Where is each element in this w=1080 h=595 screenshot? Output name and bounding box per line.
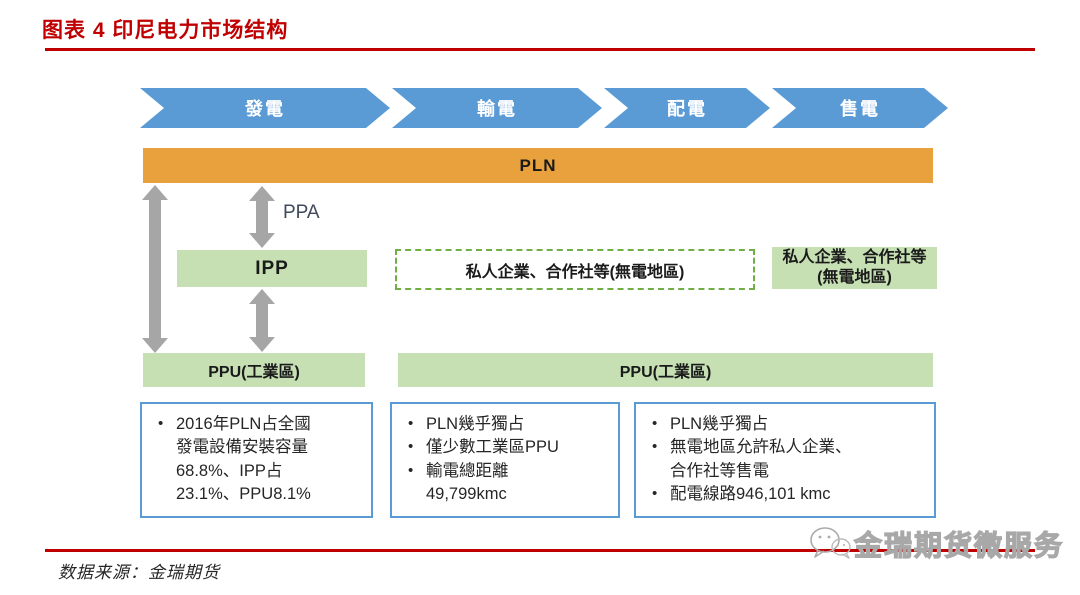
double-arrow-pln-ppu-icon: [141, 185, 169, 353]
flow-step-label: 發電: [245, 99, 285, 119]
flow-step-label: 售電: [840, 99, 880, 119]
flow-step-transmission: 輸電: [392, 88, 602, 128]
double-arrow-pln-ipp-icon: [248, 186, 276, 248]
bullet-item: 僅少數工業區PPU: [402, 436, 612, 459]
note-box-generation: 2016年PLN占全國 發電設備安裝容量 68.8%、IPP占 23.1%、PP…: [140, 402, 373, 518]
ppu-left-label: PPU(工業區): [208, 364, 300, 381]
private-coop-dashed-label: 私人企業、合作社等(無電地區): [465, 263, 685, 281]
ipp-label: IPP: [255, 257, 289, 279]
private-coop-dashed-box: 私人企業、合作社等(無電地區): [395, 249, 755, 290]
wechat-icon: [810, 527, 851, 559]
data-source: 数据来源：金瑞期货: [58, 563, 220, 582]
figure-title: 图表 4 印尼电力市场结构: [42, 19, 289, 42]
bullet-list: PLN幾乎獨占 僅少數工業區PPU 輸電總距離 49,799kmc: [392, 404, 618, 513]
bullet-item: 配電線路946,101 kmc: [646, 483, 928, 506]
flow-step-distribution: 配電: [604, 88, 770, 128]
flow-step-label: 輸電: [477, 99, 517, 119]
private-coop-solid-box: 私人企業、合作社等(無電地區): [772, 247, 937, 289]
ppu-right-label: PPU(工業區): [619, 364, 712, 381]
ppu-left-box: PPU(工業區): [143, 353, 365, 387]
ppu-right-box: PPU(工業區): [398, 353, 933, 387]
note-box-transmission: PLN幾乎獨占 僅少數工業區PPU 輸電總距離 49,799kmc: [390, 402, 620, 518]
note-box-distribution-retail: PLN幾乎獨占 無電地區允許私人企業、 合作社等售電 配電線路946,101 k…: [634, 402, 936, 518]
bullet-item: PLN幾乎獨占: [402, 413, 612, 436]
bullet-list: 2016年PLN占全國 發電設備安裝容量 68.8%、IPP占 23.1%、PP…: [142, 404, 371, 513]
bullet-item: 輸電總距離 49,799kmc: [402, 460, 612, 507]
private-coop-solid-label: 私人企業、合作社等(無電地區): [782, 249, 927, 286]
flow-step-generation: 發電: [140, 88, 390, 128]
bullet-item: PLN幾乎獨占: [646, 413, 928, 436]
ipp-box: IPP: [177, 250, 367, 287]
pln-bar: PLN: [143, 148, 933, 183]
title-divider: [45, 48, 1035, 51]
watermark: 金瑞期货微服务: [808, 524, 1064, 564]
watermark-text: 金瑞期货微服务: [853, 529, 1065, 561]
footer-divider: [45, 549, 1035, 552]
double-arrow-ipp-ppu-icon: [248, 289, 276, 352]
pln-label: PLN: [519, 155, 557, 175]
bullet-item: 2016年PLN占全國 發電設備安裝容量 68.8%、IPP占 23.1%、PP…: [152, 413, 365, 507]
ppa-label: PPA: [283, 202, 320, 223]
flow-step-retail: 售電: [772, 88, 948, 128]
bullet-item: 無電地區允許私人企業、 合作社等售電: [646, 436, 928, 483]
flow-step-label: 配電: [667, 99, 707, 119]
bullet-list: PLN幾乎獨占 無電地區允許私人企業、 合作社等售電 配電線路946,101 k…: [636, 404, 934, 513]
